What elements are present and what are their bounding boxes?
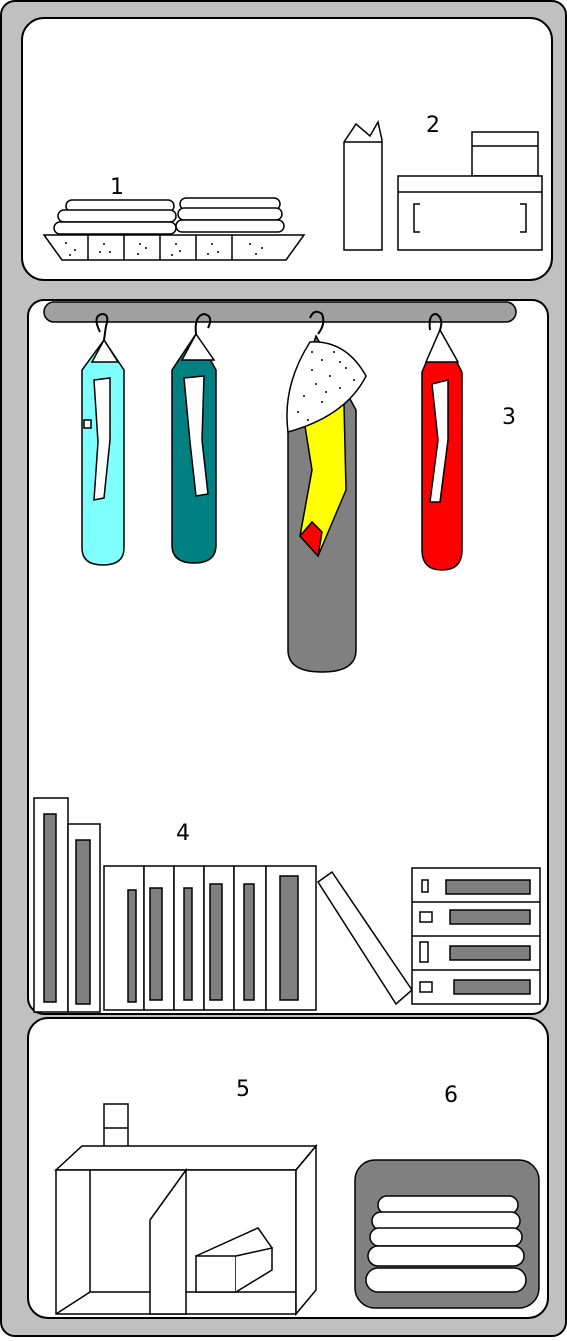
middle-compartment [27,299,549,1015]
label-1: 1 [110,175,124,200]
open-cabinet [54,1103,318,1317]
label-2: 2 [426,113,440,138]
label-5: 5 [236,1077,250,1102]
label-6: 6 [444,1083,458,1108]
storage-boxes [343,119,543,251]
teal-garment [171,332,217,564]
red-garment [421,328,463,571]
label-3: 3 [502,405,516,430]
folded-towels [42,197,306,261]
grey-coat [286,334,367,673]
books [33,797,413,1013]
label-4: 4 [176,821,190,846]
basket-dots [65,242,263,256]
coat-collar-dots [297,351,355,421]
towel-bin [354,1159,540,1309]
hangers [95,310,443,341]
hanging-rod [43,301,517,323]
cyan-garment [81,338,125,566]
drawer-stack [411,867,541,1005]
